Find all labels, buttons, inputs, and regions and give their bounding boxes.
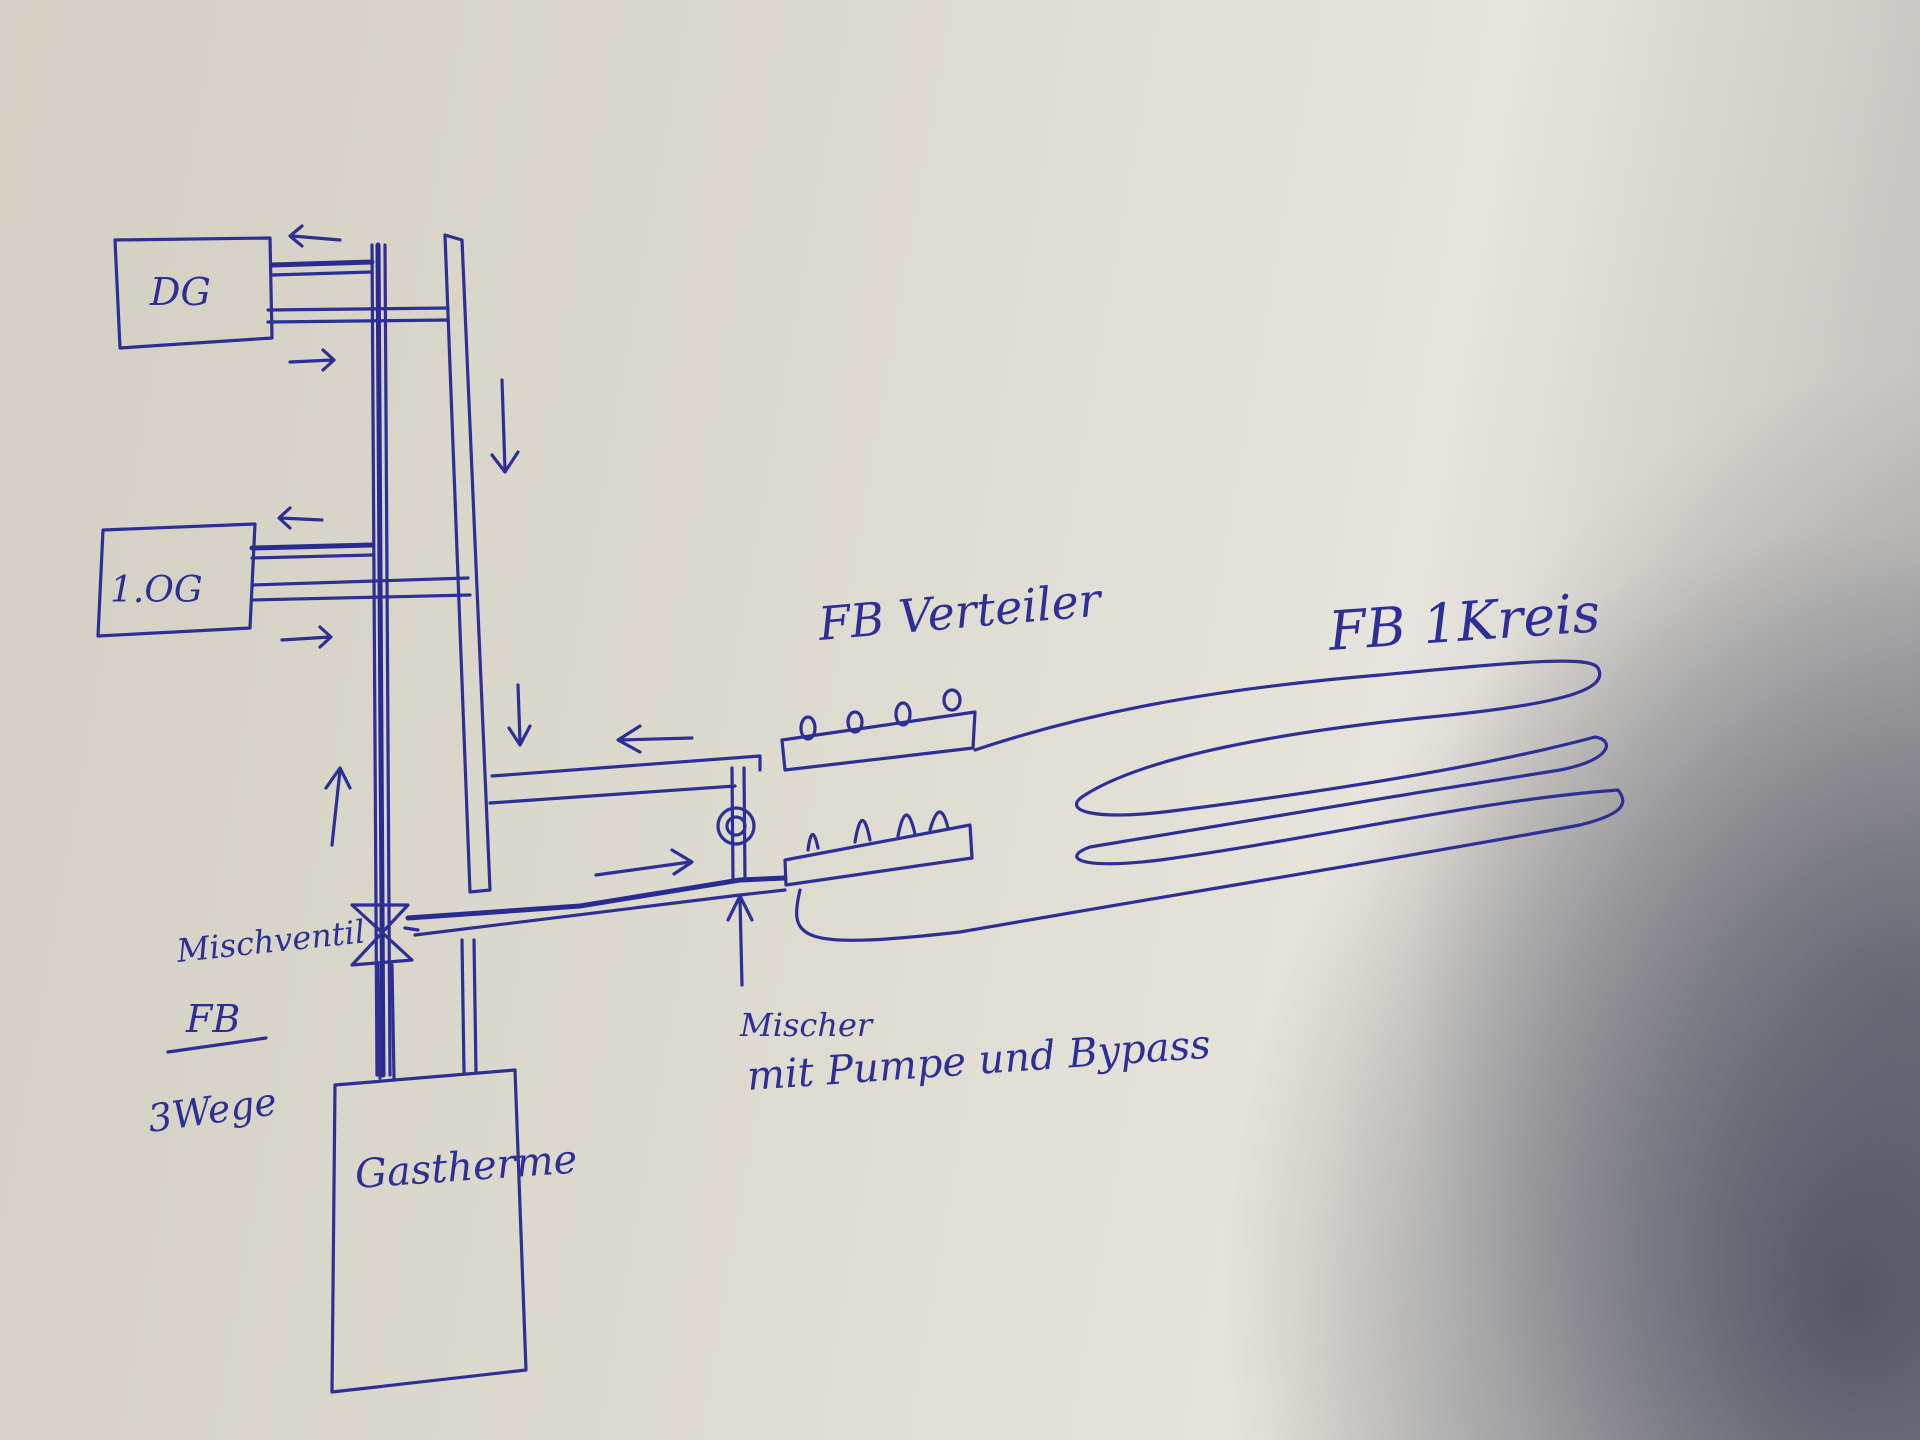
arrow-left-og1: [277, 506, 324, 530]
arrow-right-supply: [594, 848, 694, 877]
dreiwege-label: 3Wege: [145, 1079, 279, 1141]
dg-label: DG: [149, 270, 211, 314]
distributor-return-bar: [780, 710, 977, 772]
pump-symbol: [716, 806, 756, 846]
distributor-loop-2: [853, 818, 872, 844]
distributor-valve-1: [799, 715, 817, 741]
og1-return-pipe-2: [250, 593, 472, 602]
fb-supply-pipe: [405, 875, 788, 921]
dg-supply-pipe: [269, 259, 375, 268]
fb-return-pipe: [490, 754, 762, 778]
distributor-loop-3: [896, 813, 917, 838]
mixer-pointer: [726, 894, 754, 987]
distributor-valve-4: [942, 688, 962, 712]
arrow-left-return: [616, 724, 694, 754]
arrow-right-dg: [288, 348, 336, 372]
gastherme-box: [330, 1068, 528, 1394]
fb-return-pipe-2: [488, 784, 737, 805]
distributor-loop-4: [928, 810, 950, 832]
pump-symbol-inner: [725, 815, 747, 837]
return-riser: [443, 233, 492, 894]
fb-kreis-label: FB 1Kreis: [1326, 581, 1603, 663]
og1-supply-pipe-2: [250, 553, 374, 560]
arrow-right-og1: [280, 625, 333, 649]
mixing-valve-port: [403, 926, 420, 932]
distributor-valve-3: [894, 701, 912, 727]
og1-box: [96, 522, 257, 638]
arrow-down-2: [507, 683, 532, 747]
boiler-supply-pipe: [376, 963, 396, 1080]
fb-verteiler-label: FB Verteiler: [815, 572, 1106, 651]
supply-riser-edge: [370, 243, 379, 1077]
og1-return-pipe: [250, 576, 470, 587]
distributor-valve-2: [846, 710, 864, 734]
gastherme-label: Gastherme: [353, 1137, 578, 1198]
supply-riser-edge-2: [383, 243, 392, 1077]
arrow-up: [324, 766, 352, 847]
fb-underline: [166, 1036, 268, 1054]
mischventil-label: Mischventil: [174, 912, 367, 970]
dg-return-pipe: [266, 306, 450, 312]
boiler-return-pipe: [460, 938, 478, 1074]
distributor-supply-bar: [783, 823, 974, 887]
og1-supply-pipe: [249, 542, 375, 551]
floor-heating-loop: [794, 659, 1625, 942]
dg-supply-pipe-2: [270, 270, 374, 277]
mixing-valve-symbol: [350, 903, 414, 967]
mischer-label: Mischer: [739, 1006, 874, 1044]
distributor-loop-1: [806, 832, 820, 852]
arrow-left-dg: [288, 224, 342, 248]
arrow-down-1: [490, 378, 520, 474]
supply-riser: [375, 242, 386, 1078]
fb-label: FB: [185, 997, 240, 1041]
dg-return-pipe-2: [266, 318, 450, 324]
og1-label: 1.OG: [110, 570, 203, 611]
dg-box: [113, 236, 274, 350]
